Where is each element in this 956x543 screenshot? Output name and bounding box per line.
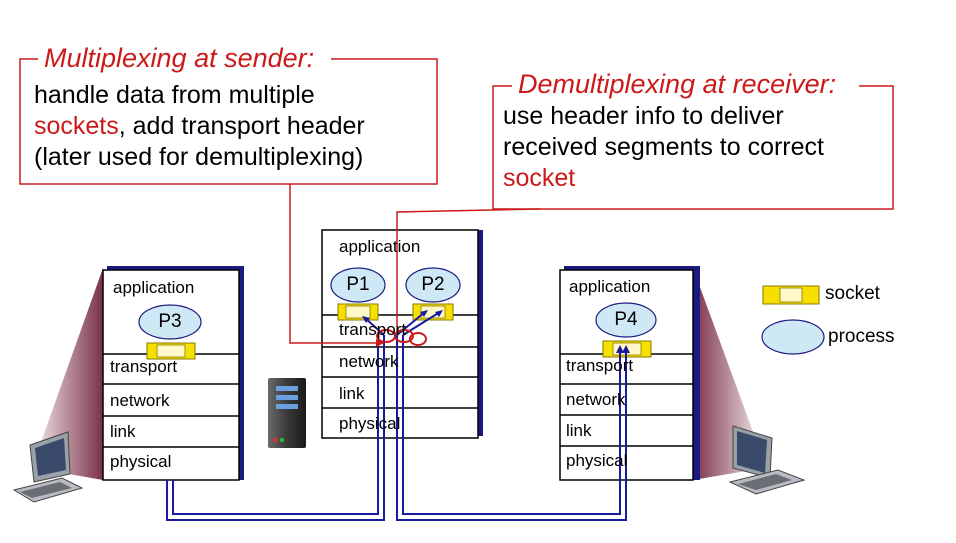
legend-process-label: process <box>828 326 895 347</box>
sender-callout-line2: sockets, add transport header <box>34 111 365 142</box>
left-link-label: link <box>110 422 136 441</box>
p1-process <box>330 267 386 303</box>
server-icon <box>268 378 306 448</box>
sender-callout-line3: (later used for demultiplexing) <box>34 143 364 171</box>
p4-label: P4 <box>614 309 638 330</box>
sender-callout-title: Multiplexing at sender: <box>38 43 321 73</box>
receiver-callout-title: Demultiplexing at receiver: <box>512 69 843 99</box>
p4-process <box>595 302 657 338</box>
p3-label: P3 <box>158 311 182 332</box>
middle-application-label: application <box>339 237 421 256</box>
receiver-callout-box <box>492 85 894 210</box>
sender-callout-line1: handle data from multiple <box>34 81 315 109</box>
right-host-cone <box>693 268 756 480</box>
p2-label: P2 <box>421 274 445 295</box>
right-link-label: link <box>566 421 592 440</box>
left-transport-label: transport <box>110 357 178 376</box>
p2-process <box>405 267 461 303</box>
left-computer-icon <box>12 431 84 503</box>
left-application-label: application <box>113 278 195 297</box>
legend-process-swatch <box>761 319 825 355</box>
receiver-callout-line2: received segments to correct <box>503 133 824 161</box>
legend-socket-label: socket <box>825 283 880 304</box>
red-arrowhead <box>376 339 384 347</box>
middle-transport-label: transport <box>339 320 407 339</box>
right-physical-label: physical <box>566 451 628 470</box>
left-physical-label: physical <box>110 452 172 471</box>
middle-link-label: link <box>339 384 365 403</box>
p3-process <box>138 304 202 340</box>
left-host-cone <box>40 268 103 480</box>
right-application-label: application <box>569 277 651 296</box>
p1-label: P1 <box>346 274 370 295</box>
sockets-highlight: sockets <box>34 112 119 140</box>
mux-ovals <box>376 329 427 346</box>
sender-callout-line2-rest: , add transport header <box>118 112 365 140</box>
legend <box>761 285 825 355</box>
middle-network-label: network <box>339 352 399 371</box>
red-leaders <box>289 184 541 344</box>
left-network-label: network <box>110 391 170 410</box>
left-protocol-stack <box>102 266 244 481</box>
receiver-callout-line3: socket <box>503 164 576 192</box>
right-computer-icon <box>728 425 806 495</box>
middle-physical-label: physical <box>339 414 401 433</box>
arrow-heads <box>362 310 630 353</box>
right-transport-label: transport <box>566 356 634 375</box>
receiver-callout-line1: use header info to deliver <box>503 102 784 130</box>
right-network-label: network <box>566 390 626 409</box>
sender-callout-box <box>19 58 438 185</box>
